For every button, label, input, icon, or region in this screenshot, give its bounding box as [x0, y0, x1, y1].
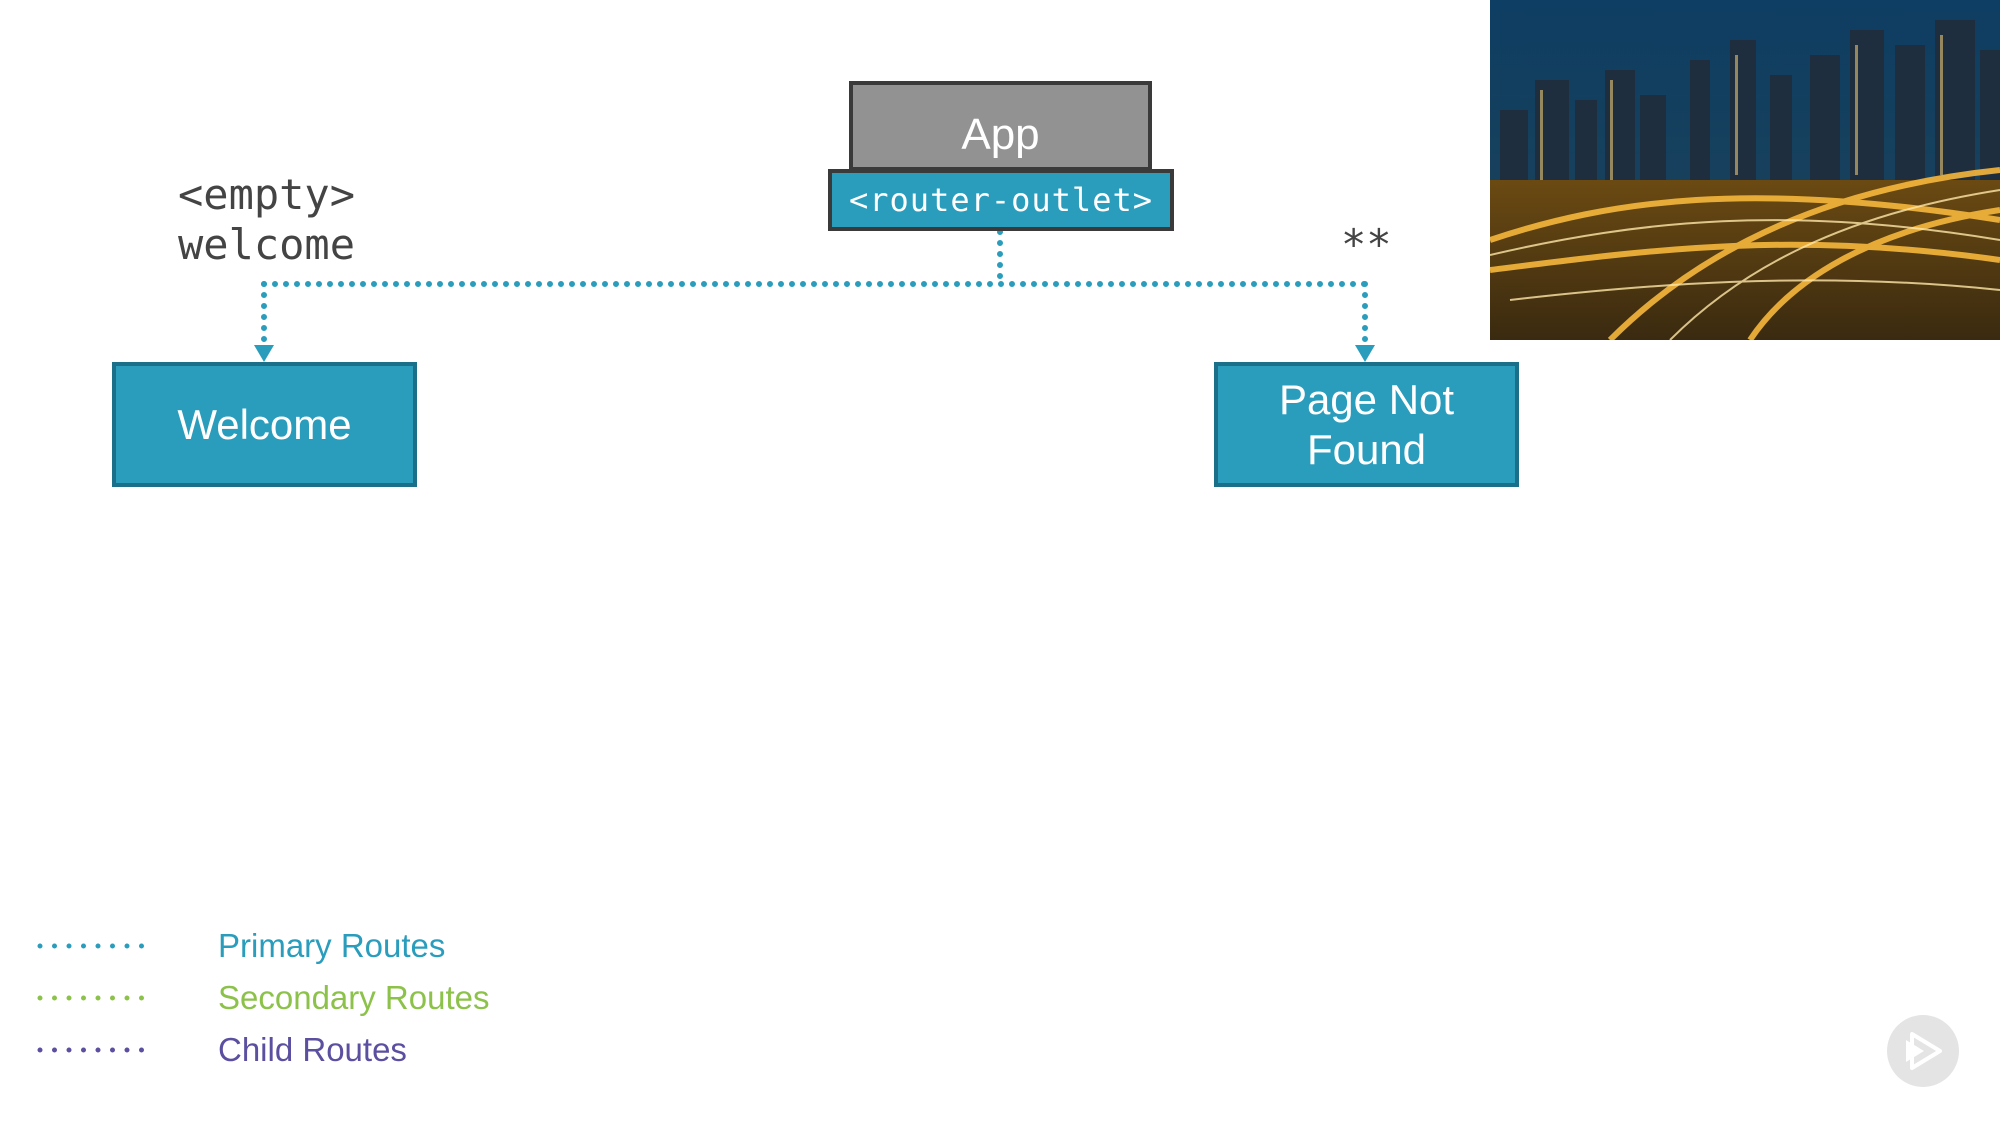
secondary-route-line-icon — [37, 995, 159, 1001]
legend-item-child: Child Routes — [36, 1024, 490, 1076]
legend-label-secondary: Secondary Routes — [218, 979, 490, 1016]
route-path-wildcard: ** — [1341, 220, 1392, 269]
page-not-found-component-box: Page Not Found — [1214, 362, 1519, 487]
legend-item-secondary: Secondary Routes — [36, 972, 490, 1024]
legend-label-primary: Primary Routes — [218, 927, 446, 964]
app-component-box: App — [849, 81, 1152, 171]
primary-route-line-icon — [37, 943, 159, 949]
route-path-welcome: <empty> welcome — [178, 170, 356, 269]
arrowhead-notfound — [1355, 345, 1375, 362]
child-route-line-icon — [37, 1047, 159, 1053]
router-outlet-label: <router-outlet> — [849, 181, 1153, 219]
legend-label-child: Child Routes — [218, 1031, 407, 1068]
welcome-component-box: Welcome — [112, 362, 417, 487]
legend-item-primary: Primary Routes — [36, 920, 490, 972]
arrowhead-welcome — [254, 345, 274, 362]
welcome-label: Welcome — [177, 400, 352, 448]
city-highway-night-photo — [1490, 0, 2000, 340]
router-outlet-box: <router-outlet> — [828, 169, 1174, 231]
play-logo-icon — [1887, 1015, 1959, 1087]
page-not-found-label: Page Not Found — [1278, 375, 1455, 473]
legend: Primary Routes Secondary Routes Child Ro… — [36, 920, 490, 1076]
app-label: App — [961, 110, 1040, 159]
